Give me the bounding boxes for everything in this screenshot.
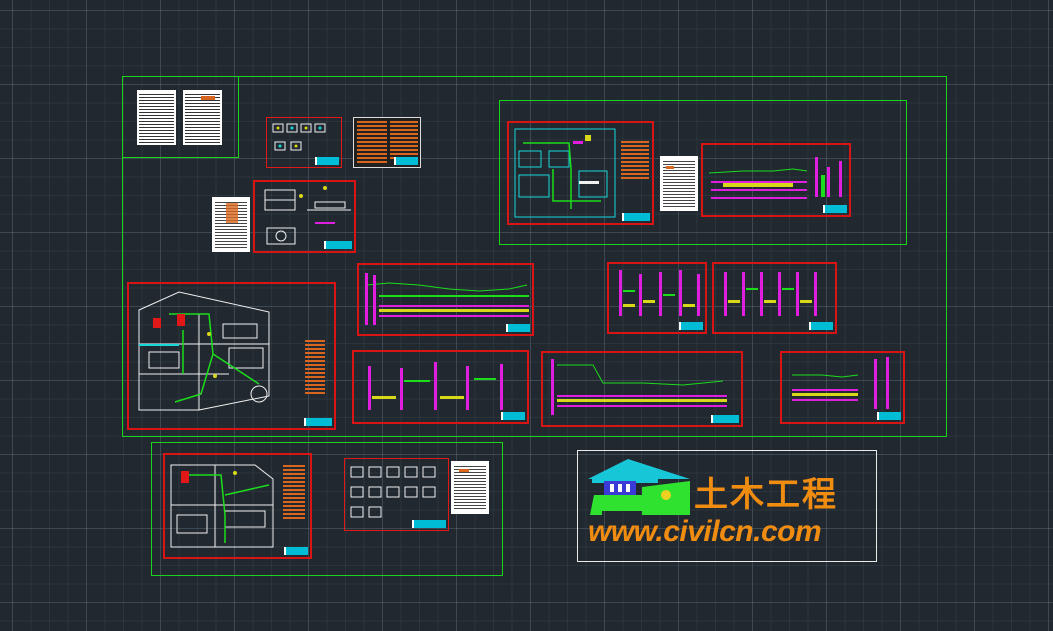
- logo-block: 土木工程 www.civilcn.com: [577, 450, 877, 562]
- profile-drawing: [792, 357, 889, 409]
- site-plan-drawing: [170, 464, 274, 548]
- sheet-profile-4[interactable]: [541, 351, 743, 427]
- title-block: [412, 520, 446, 528]
- title-block: [304, 418, 332, 426]
- sheet-detail-symbols[interactable]: [266, 117, 342, 168]
- title-block: [324, 241, 352, 249]
- sheet-notes[interactable]: [212, 197, 250, 252]
- sheet-elevations-2[interactable]: [712, 262, 837, 334]
- sheet-site-plan[interactable]: [127, 282, 336, 430]
- logo-url[interactable]: www.civilcn.com: [588, 515, 822, 548]
- title-block: [284, 547, 308, 555]
- index-table-1[interactable]: [137, 90, 176, 145]
- sheet-elevations-1[interactable]: [607, 262, 707, 334]
- sheet-profile-3[interactable]: [352, 350, 529, 424]
- house-logo-icon: [588, 459, 690, 515]
- layout-frame-main: [122, 76, 947, 437]
- title-block: [394, 157, 418, 165]
- layout-frame-index: [122, 76, 239, 158]
- layout-frame-upper-right: [499, 100, 907, 245]
- title-block: [679, 322, 703, 330]
- profile-drawing: [368, 362, 503, 410]
- sheet-equipment-list[interactable]: [353, 117, 421, 168]
- title-block: [877, 412, 901, 420]
- station-plan-drawing: [514, 128, 616, 218]
- profile-drawing: [708, 157, 842, 199]
- detail-symbols-drawing: [272, 123, 326, 151]
- sheet-profile-2[interactable]: [357, 263, 534, 336]
- sheet-pump-detail[interactable]: [253, 180, 356, 253]
- title-block: [809, 322, 833, 330]
- sheet-detail-symbols-2[interactable]: [344, 458, 449, 531]
- sheet-station-plan[interactable]: [507, 121, 654, 225]
- title-block: [711, 415, 739, 423]
- elevations-drawing: [724, 272, 817, 316]
- site-plan-drawing: [138, 291, 270, 411]
- detail-symbols-drawing: [350, 466, 436, 518]
- sheet-material-table[interactable]: [660, 156, 698, 211]
- title-block: [315, 157, 339, 165]
- title-block: [622, 213, 650, 221]
- sheet-profile-5[interactable]: [780, 351, 905, 424]
- pump-detail-drawing: [264, 186, 351, 245]
- sheet-material-list[interactable]: [451, 461, 489, 514]
- sheet-profile-1[interactable]: [701, 143, 851, 217]
- profile-drawing: [365, 273, 529, 325]
- elevations-drawing: [619, 270, 700, 316]
- profile-drawing: [551, 359, 727, 415]
- index-table-2[interactable]: [183, 90, 222, 145]
- title-block: [823, 205, 847, 213]
- title-block: [506, 324, 530, 332]
- logo-title: 土木工程: [694, 475, 838, 515]
- sheet-site-plan-copy[interactable]: [163, 453, 312, 559]
- title-block: [501, 412, 525, 420]
- layout-frame-bottom: [151, 442, 503, 576]
